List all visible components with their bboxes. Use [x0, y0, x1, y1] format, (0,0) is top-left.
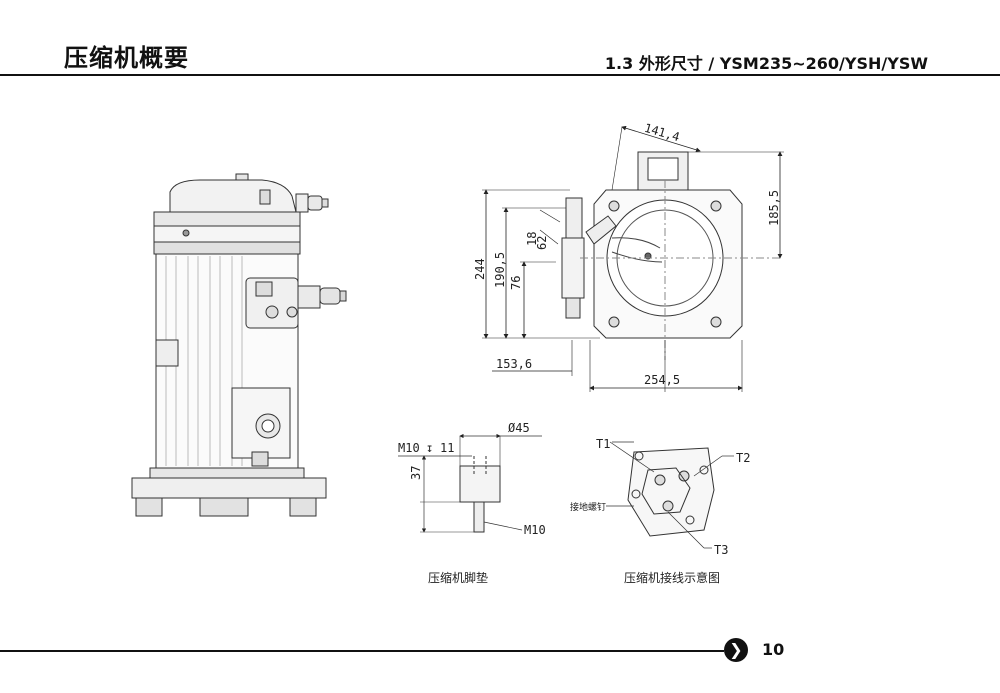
dim-18: 18	[525, 232, 539, 246]
footer-divider	[0, 650, 724, 652]
compressor-foot-drawing	[398, 433, 542, 533]
terminal-wiring-diagram	[606, 441, 734, 549]
foot-caption: 压缩机脚垫	[428, 570, 488, 585]
terminal-t1: T1	[596, 437, 610, 451]
foot-m10-bolt: M10	[524, 523, 546, 537]
page-title: 压缩机概要	[64, 44, 189, 72]
section-title: 1.3 外形尺寸 / YSM235~260/YSH/YSW	[604, 54, 928, 73]
foot-diameter-label: Ø45	[508, 421, 530, 435]
compressor-side-view	[131, 173, 347, 517]
dim-62: 62	[535, 236, 549, 250]
dim-244: 244	[473, 258, 487, 280]
terminal-t2: T2	[736, 451, 750, 465]
dim-76: 76	[509, 276, 523, 290]
foot-depth-symbol: ↧	[426, 441, 433, 455]
foot-m10-label: M10	[398, 441, 420, 455]
foot-height-37: 37	[409, 466, 423, 480]
dim-190-5: 190,5	[493, 252, 507, 288]
top-view-dimensions	[482, 125, 784, 392]
ground-screw-label: 接地螺钉	[570, 501, 606, 513]
dim-153-6: 153,6	[496, 357, 532, 371]
foot-depth-value: 11	[440, 441, 454, 455]
next-page-arrow-icon[interactable]: ❯	[724, 638, 748, 662]
terminal-t3: T3	[714, 543, 728, 557]
dim-185-5: 185,5	[767, 190, 781, 226]
dim-254-5: 254,5	[644, 373, 680, 387]
compressor-top-view	[561, 151, 780, 360]
foot-labels: M10 ↧ 11 Ø45 37 M10 压缩机脚垫	[398, 421, 546, 585]
dim-141-4: 141,4	[643, 121, 682, 144]
page-number: 10	[762, 640, 785, 659]
terminal-caption: 压缩机接线示意图	[624, 570, 720, 585]
header-divider	[0, 74, 1000, 76]
terminal-labels: T1 T2 T3 接地螺钉 压缩机接线示意图	[570, 437, 750, 585]
